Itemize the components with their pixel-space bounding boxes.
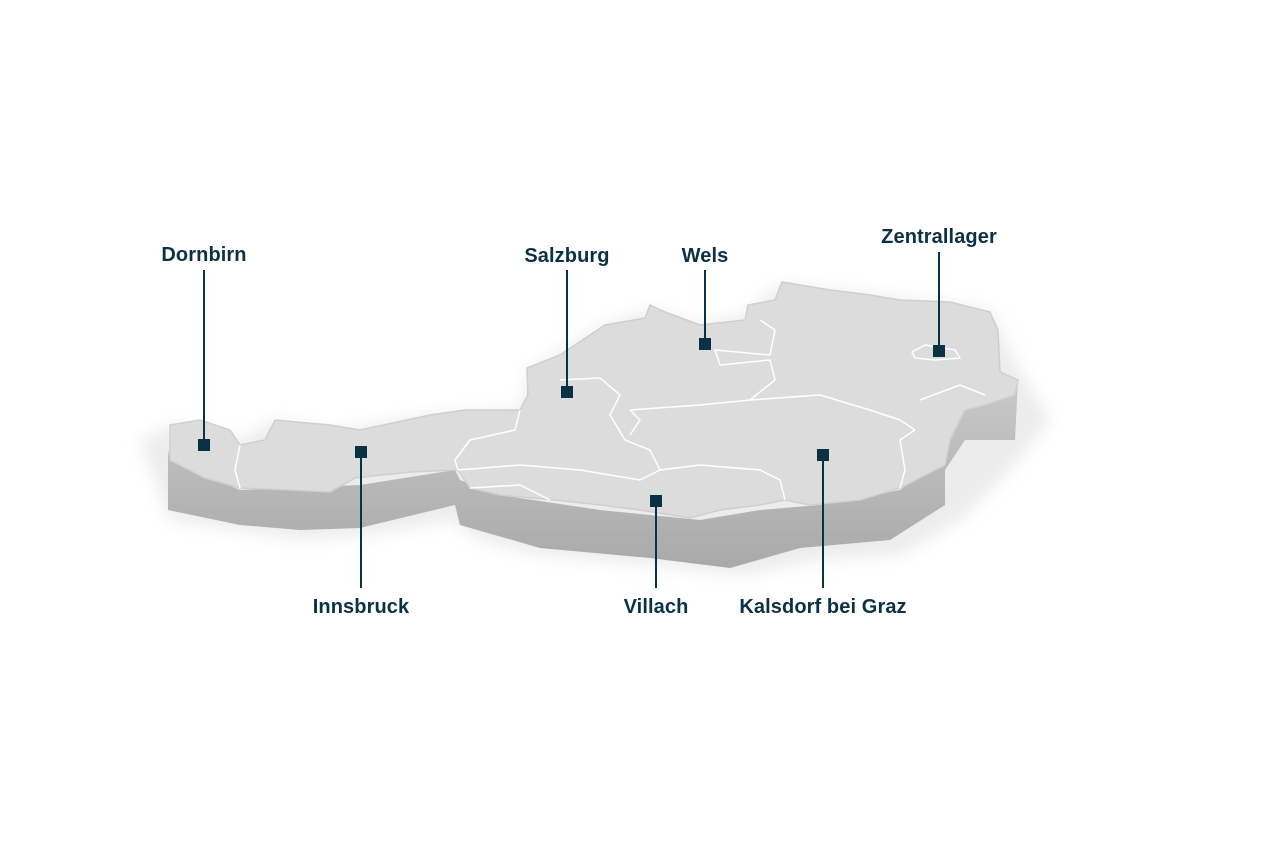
leader-line [938,252,940,351]
location-label: Zentrallager [881,226,997,248]
leader-line [655,501,657,588]
location-label: Wels [681,245,729,267]
location-marker-icon[interactable] [933,345,945,357]
leader-line [704,270,706,344]
location-label: Villach [623,596,689,618]
leader-line [203,270,205,445]
location-label: Salzburg [524,245,610,267]
location-label: Innsbruck [312,596,410,618]
location-marker-icon[interactable] [561,386,573,398]
location-marker-icon[interactable] [198,439,210,451]
leader-line [566,270,568,392]
leader-line [360,452,362,588]
location-marker-icon[interactable] [699,338,711,350]
leader-line [822,455,824,588]
location-label: Kalsdorf bei Graz [739,596,907,618]
location-label: Dornbirn [161,244,247,266]
